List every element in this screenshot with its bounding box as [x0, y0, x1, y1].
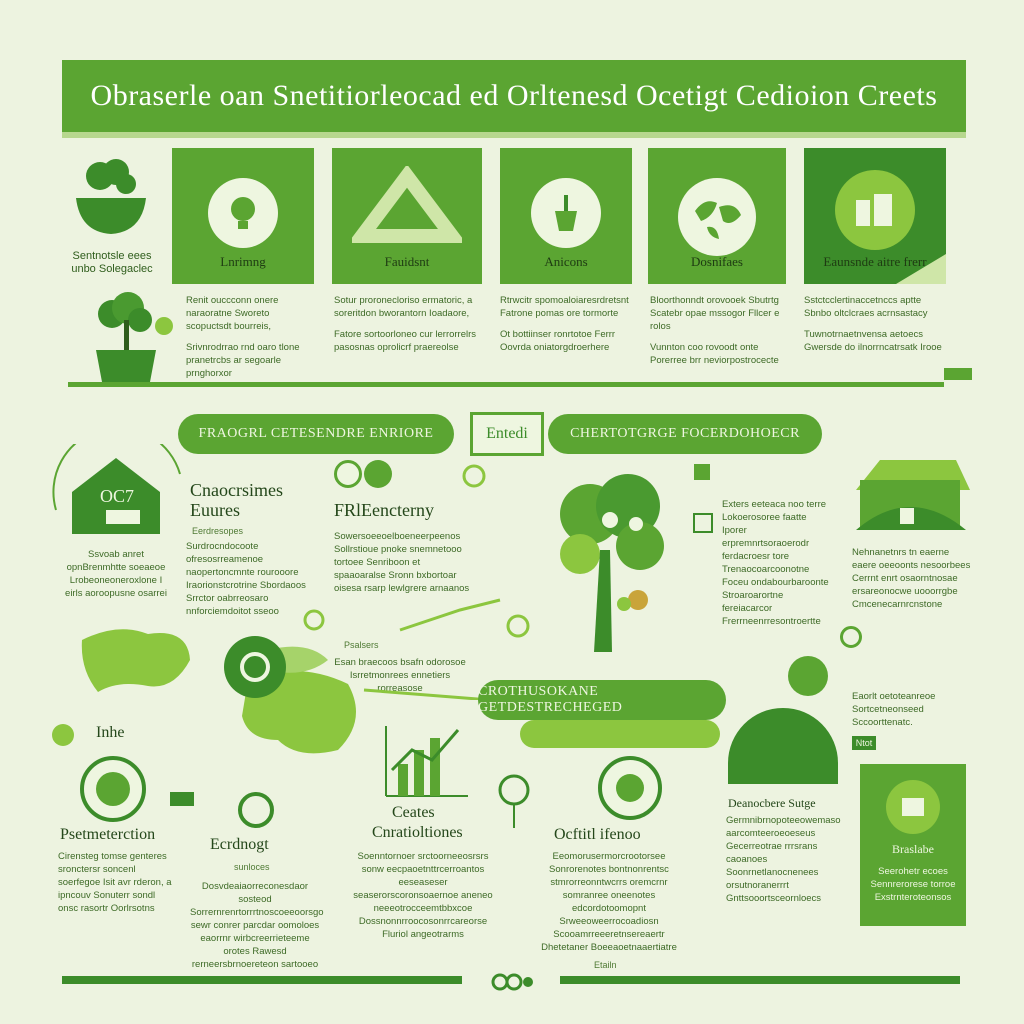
far-right-small: Eaorlt oetoteanreoe Sortcetneonseed Scco…	[852, 691, 936, 728]
c5-body: Germnibrnopoteeowemaso aarcomteeroeoeseu…	[726, 815, 841, 904]
leaf-icon	[334, 460, 362, 488]
s1-tag: Eerdresopes	[192, 526, 244, 536]
tile-desc-2: Sotur proronecloriso ermatoric, a soreri…	[334, 294, 484, 354]
s2-small: Esan braecoos bsafn odorosoe Isrretmonre…	[334, 657, 466, 694]
s1-body: Surdrocndocoote ofresosrreamenoe naopert…	[186, 541, 306, 617]
tree-icon	[560, 474, 664, 652]
potted-tree-icon	[96, 292, 173, 382]
recycle-icon	[352, 166, 462, 246]
tile-desc-1a: Renit ouccconn onere naraoratne Sworeto …	[186, 295, 279, 332]
connector-lines	[303, 464, 530, 700]
header-underline	[62, 132, 966, 138]
pill-left[interactable]: FRAOGRL CETESENDRE ENRIORE	[178, 414, 454, 454]
c5-title: Deanocbere Sutge	[728, 796, 816, 810]
c6-body: Seerohetr ecoes Sennrerorese torroe Exst…	[870, 866, 956, 903]
tile-desc-4: Bloorthonndt orovooek Sbutrtg Scatebr op…	[650, 294, 784, 367]
c1-title: Psetmeterction	[60, 826, 156, 843]
c3-title-2: Cnratioltiones	[372, 824, 463, 841]
house-icon	[52, 444, 181, 534]
c2-tag: sunloces	[234, 862, 270, 872]
recycle-circle-icon	[224, 636, 286, 698]
pill-center[interactable]: CROTHUSOKANE GETDESTRECHEGED	[478, 680, 726, 720]
footer-rule-left	[62, 976, 462, 984]
far-right-desc: Nehnanetnrs tn eaerne eaere oeeoonts nes…	[852, 547, 971, 610]
footer-ornament-icon	[491, 973, 533, 991]
tile-desc-4b: Vunnton coo rovoodt onte Porerree brr ne…	[650, 342, 779, 366]
tile-label-4: Dosnifaes	[691, 254, 743, 269]
small-tag: Ntot	[852, 736, 876, 750]
greenhouse-icon	[856, 460, 970, 530]
header-banner: Obraserle oan Snetitiorleocad ed Orltene…	[62, 60, 966, 132]
tile-desc-5: Sstctcclertinaccetnccs aptte Sbnbo oltcl…	[804, 294, 946, 354]
tile-desc-3: Rtrwcitr spomoaloiaresrdretsnt Fatrone p…	[500, 294, 630, 354]
tile-desc-2b: Fatore sortoorloneo cur lerrorrelrs paso…	[334, 329, 477, 353]
dot-icon	[788, 656, 828, 696]
pin-icon	[498, 774, 530, 828]
lightbulb-icon	[208, 178, 278, 248]
c3-body: Soenntornoer srctoorneeosrsrs sonw eecpa…	[353, 851, 493, 940]
house-desc: Ssvoab anret opnBrenmhtte soeaeoe Lrobeo…	[65, 549, 167, 599]
footer-rule-right	[560, 976, 960, 984]
shovel-icon	[598, 756, 662, 820]
pot-label-2: unbo Solegaclec	[71, 263, 153, 275]
bar-chart-icon	[385, 726, 468, 797]
c2-title: Ecrdnogt	[210, 836, 269, 853]
tile-corner-accent	[896, 254, 946, 284]
tile-desc-5b: Tuwnotrnaetnvensa aetoecs Gwersde do iln…	[804, 329, 942, 353]
center-badge: Entedi	[470, 412, 544, 456]
right-col-desc: Exters eeteaca noo terre Lokoerosoree fa…	[722, 499, 829, 627]
building-icon	[835, 170, 915, 250]
pot-label-1: Sentnotsle eees	[72, 250, 152, 262]
plant-bowl-icon	[76, 159, 146, 234]
c1-body: Cirensteg tomse genteres sronctersr sonc…	[58, 851, 172, 914]
section-divider-tab	[944, 368, 972, 380]
tile-desc-2a: Sotur proronecloriso ermatoric, a soreri…	[334, 295, 473, 319]
globe-icon	[678, 178, 756, 256]
c4-body: Eeomorusermorcrootorsee Sonrorenotes bon…	[541, 851, 677, 953]
tile-desc-1b: Srivnrodrrao rnd oaro tlone pranetrcbs a…	[186, 342, 300, 379]
c4-title: Ocftitl ifenoo	[554, 826, 641, 843]
sprout-icon	[840, 626, 862, 648]
tile-fauidsnt[interactable]: Fauidsnt	[332, 148, 482, 284]
tile-desc-3a: Rtrwcitr spomoaloiaresrdretsnt Fatrone p…	[500, 295, 629, 319]
tile-desc-1: Renit ouccconn onere naraoratne Sworeto …	[186, 294, 314, 380]
tile-label-2: Fauidsnt	[384, 254, 430, 269]
tile-label-3: Anicons	[544, 254, 588, 269]
box-icon	[886, 780, 940, 834]
pill-center-shadow	[520, 720, 720, 748]
s1-subtitle: Euures	[190, 500, 240, 520]
tile-label-5: Eaunsnde aitre frerr	[823, 254, 927, 269]
tile-desc-4a: Bloorthonndt orovooek Sbutrtg Scatebr op…	[650, 295, 780, 332]
page-title: Obraserle oan Snetitiorleocad ed Orltene…	[90, 79, 938, 112]
small-square-icons	[693, 464, 713, 533]
tile-label-1: Lnrimng	[220, 254, 266, 269]
c6-title: Braslabe	[892, 842, 934, 856]
world-map-icon	[81, 629, 356, 754]
plant-pot-icon	[531, 178, 601, 248]
tile-desc-5a: Sstctcclertinaccetnccs aptte Sbnbo oltcl…	[804, 295, 928, 319]
c3-title-1: Ceates	[392, 804, 435, 821]
house-label: OC7	[100, 486, 135, 506]
compost-icon	[80, 756, 146, 822]
c2-body: Dosvdeaiaorreconesdaor sosteod Sorrernre…	[190, 881, 324, 970]
s2-body: Sowersoeeoelboeneerpeenos Sollrstioue pn…	[334, 531, 470, 594]
section-divider	[68, 382, 944, 387]
c4-tail: Etailn	[594, 960, 617, 970]
c6-card: Braslabe Seerohetr ecoes Sennrerorese to…	[860, 764, 966, 926]
ring-icon	[238, 792, 274, 828]
s1-title: Cnaocrsimes	[190, 480, 283, 500]
s2-title: FRlEencterny	[334, 500, 434, 520]
factory-icon	[728, 708, 838, 784]
drop-icon	[364, 460, 392, 488]
tile-lnrimng[interactable]: Lnrimng	[172, 148, 314, 284]
tile-eaunsnde[interactable]: Eaunsnde aitre frerr	[804, 148, 946, 284]
pill-right[interactable]: CHERTOTGRGE FOCERDOHOECR	[548, 414, 822, 454]
s2-mini-label: Psalsers	[344, 640, 379, 650]
inhe-label: Inhe	[96, 724, 125, 741]
tag-icon	[170, 792, 194, 806]
small-dot-icon	[52, 724, 74, 746]
tile-desc-3b: Ot bottiinser ronrtotoe Ferrr Oovrda oni…	[500, 329, 616, 353]
tile-dosnifaes[interactable]: Dosnifaes	[648, 148, 786, 284]
tile-anicons[interactable]: Anicons	[500, 148, 632, 284]
